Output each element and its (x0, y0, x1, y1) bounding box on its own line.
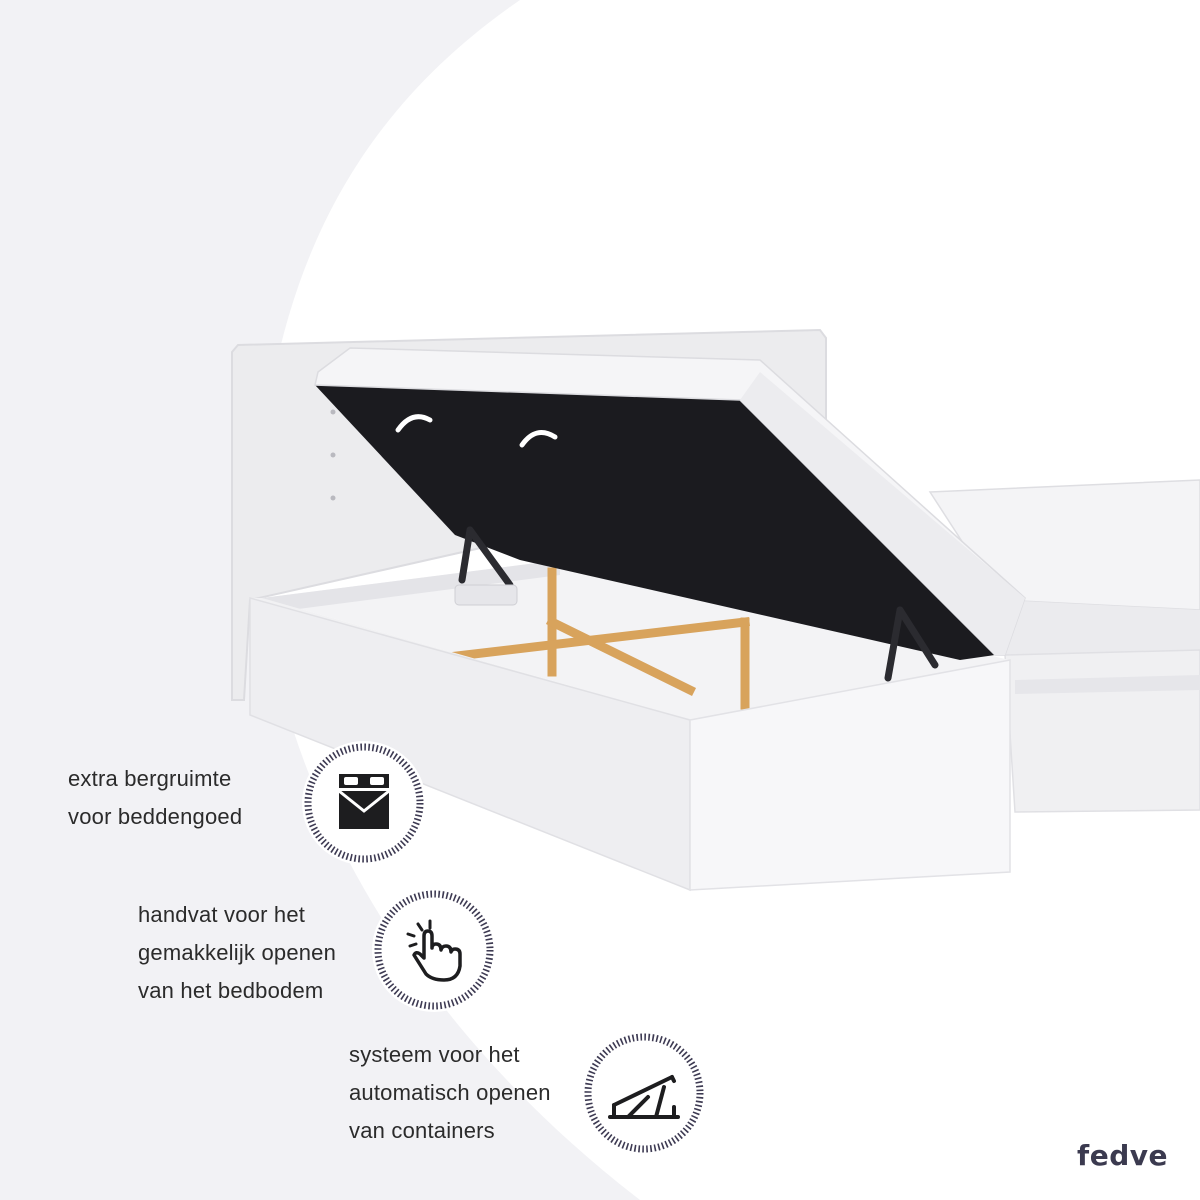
right-base (1004, 649, 1200, 813)
bedding-storage-icon (304, 743, 424, 863)
storage-floor (262, 560, 1010, 720)
feature-handle-line-2: gemakkelijk openen (138, 940, 337, 965)
feature-storage-text: extra bergruimte voor beddengoed (68, 760, 242, 836)
handles (395, 414, 558, 448)
feature-handle-text: handvat voor het gemakkelijk openen van … (138, 896, 336, 1010)
brand-logo: fedve (1077, 1139, 1168, 1172)
feature-lift-badge (582, 1031, 706, 1155)
feature-handle-badge (372, 888, 496, 1012)
feature-lift-line-2: automatisch openen (349, 1080, 551, 1105)
feature-storage-line-2: voor beddengoed (68, 804, 243, 829)
feature-storage-badge (302, 741, 426, 865)
platform-underside (315, 385, 995, 660)
feature-lift-line-1: systeem voor het (349, 1042, 520, 1067)
pointing-hand-icon (374, 890, 494, 1010)
feature-lift-line-3: van containers (349, 1118, 495, 1143)
feature-handle-line-1: handvat voor het (138, 902, 306, 927)
feature-storage-line-1: extra bergruimte (68, 766, 232, 791)
feature-handle-line-3: van het bedbodem (138, 978, 324, 1003)
wooden-frame (435, 567, 750, 710)
feature-lift-text: systeem voor het automatisch openen van … (349, 1036, 551, 1150)
gas-lifts (458, 526, 939, 682)
lift-mechanism-icon (584, 1033, 704, 1153)
